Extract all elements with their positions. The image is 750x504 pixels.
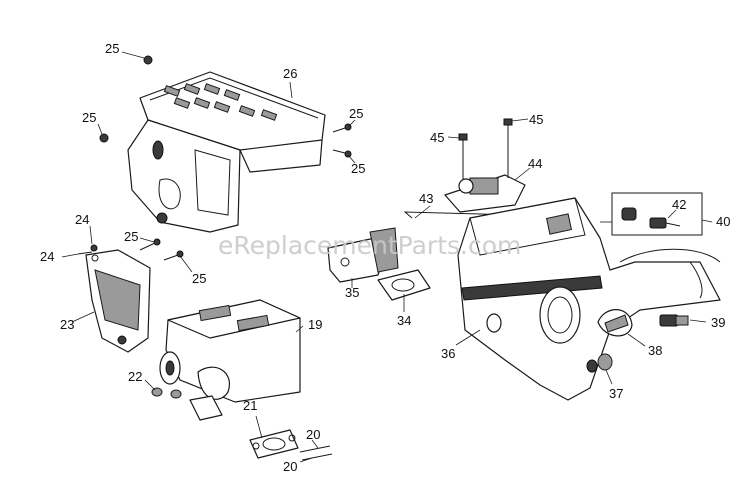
shroud-vent-grille [163, 83, 278, 121]
callout-24: 24 [40, 249, 54, 264]
leader-lines [61, 51, 713, 463]
callout-34: 34 [397, 313, 411, 328]
callout-19: 19 [308, 317, 322, 332]
switch-part-39 [659, 314, 689, 327]
watermark-text: eReplacementParts.com [218, 231, 521, 260]
callout-39: 39 [711, 315, 725, 330]
connector-part-42 [621, 207, 681, 229]
callout-45: 45 [430, 130, 444, 145]
callout-25: 25 [192, 271, 206, 286]
callout-44: 44 [528, 156, 542, 171]
control-bracket-part-44 [444, 174, 526, 213]
gasket-part-34 [377, 269, 431, 301]
callout-25: 25 [82, 110, 96, 125]
heat-shield-bracket-part-23 [85, 249, 151, 353]
callout-23: 23 [60, 317, 74, 332]
callout-20: 20 [283, 459, 297, 474]
kit-box-part-40 [611, 192, 703, 236]
engine-shroud-part-26 [127, 71, 326, 233]
guard-part-38 [597, 309, 633, 337]
callout-24: 24 [75, 212, 89, 227]
callout-40: 40 [716, 214, 730, 229]
callout-21: 21 [243, 398, 257, 413]
callout-25: 25 [124, 229, 138, 244]
nut-part-22 [151, 387, 182, 399]
callout-22: 22 [128, 369, 142, 384]
callout-42: 42 [672, 197, 686, 212]
callout-25: 25 [351, 161, 365, 176]
nut-part-37 [586, 353, 613, 373]
callout-45: 45 [529, 112, 543, 127]
bolt-part-45 [458, 118, 513, 180]
callout-35: 35 [345, 285, 359, 300]
callout-38: 38 [648, 343, 662, 358]
callout-20: 20 [306, 427, 320, 442]
callout-37: 37 [609, 386, 623, 401]
callout-25: 25 [105, 41, 119, 56]
bracket-plate-part-35 [327, 227, 399, 283]
callout-labels: 25 26 25 25 25 24 24 25 25 23 19 22 21 2… [40, 41, 730, 474]
blower-housing-part-36 [457, 197, 721, 401]
callout-25: 25 [349, 106, 363, 121]
stud-part-20 [299, 445, 333, 461]
callout-36: 36 [441, 346, 455, 361]
muffler-part-19 [159, 299, 301, 421]
exhaust-gasket-part-21 [249, 429, 299, 459]
callout-43: 43 [419, 191, 433, 206]
callout-26: 26 [283, 66, 297, 81]
